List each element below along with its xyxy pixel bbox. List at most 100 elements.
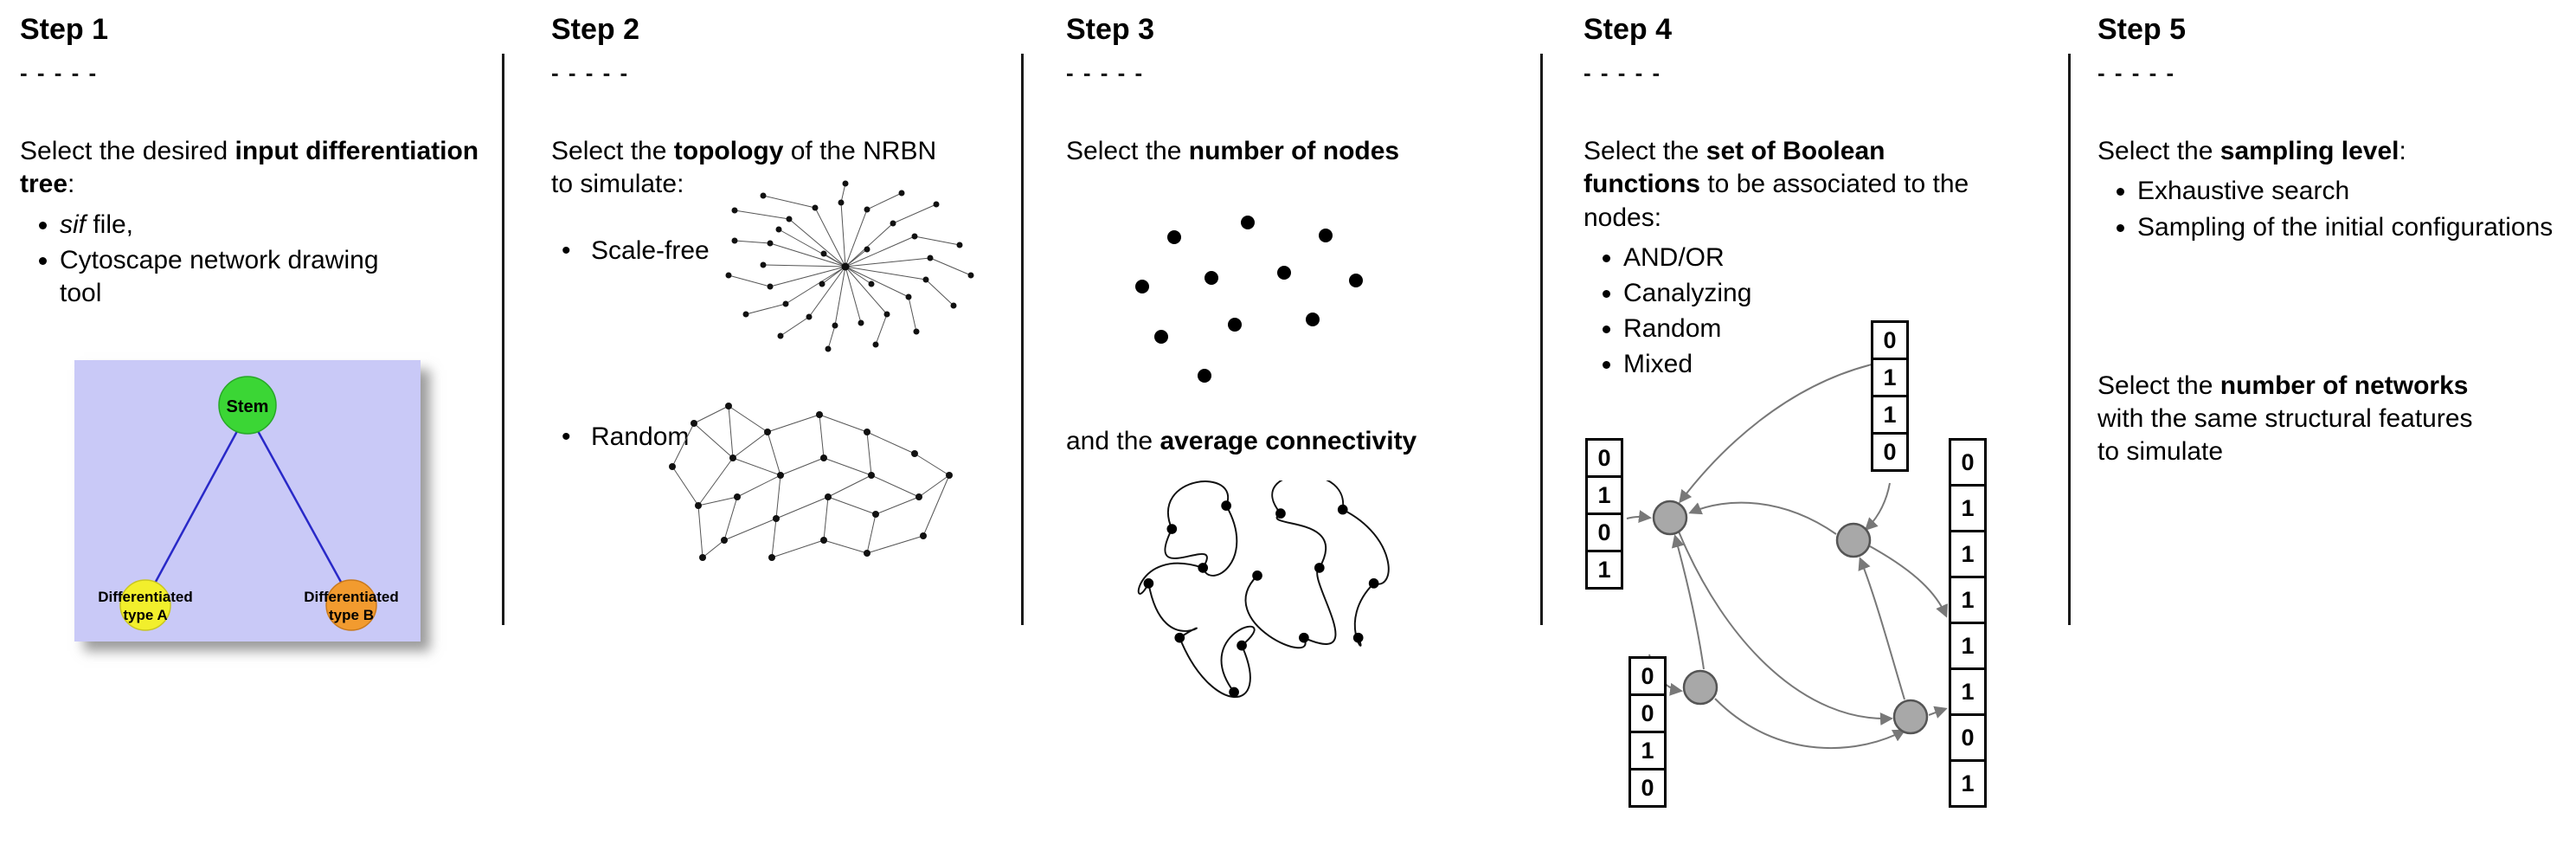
column-divider	[1021, 54, 1024, 625]
boolean-network-arrows	[1626, 364, 1949, 750]
truth-table-cell: 0	[1871, 432, 1909, 472]
step-1-intro: Select the desired input differentiation…	[20, 135, 487, 201]
step-5-intro-bold: sampling level	[2219, 137, 2399, 166]
step-1-title: Step 1	[20, 13, 109, 46]
step-4-dashed-separator: - - - - -	[1584, 60, 1662, 87]
networks-pre: Select the	[2097, 371, 2220, 400]
bullet-item-sampling: Sampling of the initial configurations	[2137, 211, 2569, 244]
nodes-dots-illustration	[1135, 216, 1363, 384]
step-4-intro-bold: set of Boolean functions	[1584, 137, 1885, 199]
column-divider	[2068, 54, 2071, 625]
truth-table-cell: 1	[1628, 731, 1667, 770]
truth-table-cell: 1	[1949, 667, 1987, 716]
truth-table-cell: 1	[1949, 530, 1987, 578]
step-5-title: Step 5	[2097, 13, 2187, 46]
step-4-panel: Step 4 - - - - - Select the set of Boole…	[1584, 13, 2059, 847]
truth-table-cell: 1	[1949, 759, 1987, 808]
step-5-dashed-separator: - - - - -	[2097, 60, 2176, 87]
step-1-dashed-separator: - - - - -	[20, 60, 99, 87]
bullet-item-and-or: AND/OR	[1623, 242, 2059, 274]
step-5-bullet-list: Exhaustive search Sampling of the initia…	[2097, 175, 2569, 243]
step-2-dashed-separator: - - - - -	[551, 60, 630, 87]
truth-table-cell: 1	[1585, 550, 1623, 590]
boolean-network-illustration: 0 1 0 1 0 1 1 0 0 0 1 0 0 1 1 1	[1584, 317, 2051, 847]
step-2-intro-bold: topology	[673, 137, 784, 166]
column-divider	[502, 54, 504, 625]
step-3-title: Step 3	[1066, 13, 1155, 46]
step-2-intro: Select the topology of the NRBN to simul…	[551, 135, 941, 201]
step-5-panel: Step 5 - - - - - Select the sampling lev…	[2097, 13, 2569, 468]
truth-table-cell: 0	[1628, 693, 1667, 733]
step-3-dashed-separator: - - - - -	[1066, 60, 1145, 87]
step-4-intro-pre: Select the	[1584, 137, 1706, 166]
truth-table-cell: 0	[1628, 768, 1667, 808]
truth-table-cell: 1	[1949, 484, 1987, 532]
truth-table-cell: 0	[1949, 438, 1987, 487]
step-1-panel: Step 1 - - - - - Select the desired inpu…	[20, 13, 487, 641]
tree-edge-left	[144, 411, 249, 602]
step-2-intro-post: of the NRBN to simulate:	[551, 137, 937, 199]
step-3-intro: Select the number of nodes	[1066, 135, 1538, 168]
truth-table-cell: 1	[1871, 395, 1909, 435]
bullet-item-random-fn: Random	[1623, 313, 2059, 345]
column-divider	[1540, 54, 1543, 625]
step-5-networks-paragraph: Select the number of networks with the s…	[2097, 370, 2487, 468]
step-5-intro-post: :	[2399, 137, 2406, 166]
bullet-item-sif-file: sif file,	[60, 209, 389, 242]
step-4-title: Step 4	[1584, 13, 1673, 46]
step-2-title: Step 2	[551, 13, 640, 46]
truth-table-cell: 1	[1585, 475, 1623, 515]
truth-table-cell: 0	[1871, 320, 1909, 360]
boolean-node-4	[1892, 699, 1929, 735]
step-4-intro-post: to be associated to the nodes:	[1584, 170, 1969, 232]
connectivity-bold: average connectivity	[1160, 427, 1417, 456]
networks-post: with the same structural features to sim…	[2097, 403, 2473, 466]
truth-table-left: 0 1 0 1	[1585, 438, 1623, 590]
boolean-node-3	[1682, 669, 1718, 706]
type-b-node	[325, 579, 377, 631]
networks-bold: number of networks	[2219, 371, 2469, 400]
step-2-intro-pre: Select the	[551, 137, 674, 166]
truth-table-cell: 0	[1585, 513, 1623, 552]
bullet-item-exhaustive: Exhaustive search	[2137, 175, 2569, 208]
step-3-panel: Step 3 - - - - - Select the number of no…	[1066, 13, 1538, 714]
step-3-intro-pre: Select the	[1066, 137, 1189, 166]
step-3-intro-bold: number of nodes	[1188, 137, 1400, 166]
tangled-network-illustration	[1137, 480, 1390, 698]
stem-node-label: Stem	[227, 397, 269, 416]
truth-table-cell: 1	[1949, 622, 1987, 670]
truth-table-top: 0 1 1 0	[1871, 320, 1909, 472]
truth-table-right: 0 1 1 1 1 1 0 1	[1949, 438, 1987, 808]
step-2-panel: Step 2 - - - - - Select the topology of …	[551, 13, 1023, 836]
sif-italic: sif	[60, 210, 86, 239]
truth-table-cell: 1	[1871, 358, 1909, 397]
step-1-intro-bold: input differentiation tree	[20, 137, 479, 199]
step-5-intro-pre: Select the	[2097, 137, 2220, 166]
step-1-intro-post: :	[67, 170, 75, 199]
random-network-illustration	[669, 403, 953, 561]
bullet-item-mixed: Mixed	[1623, 348, 2059, 381]
step-1-intro-pre: Select the desired	[20, 137, 235, 166]
stem-node	[218, 376, 277, 435]
boolean-node-1	[1652, 500, 1688, 536]
step-4-intro: Select the set of Boolean functions to b…	[1584, 135, 1990, 234]
bullet-item-cytoscape: Cytoscape network drawing tool	[60, 244, 389, 310]
type-a-node	[119, 579, 171, 631]
bullet-item-random: Random	[551, 421, 689, 454]
bullet-item-scale-free: Scale-free	[551, 235, 710, 268]
truth-table-cell: 0	[1949, 713, 1987, 762]
step-1-bullet-list: sif file, Cytoscape network drawing tool	[20, 209, 389, 310]
connectivity-pre: and the	[1066, 427, 1160, 456]
tree-edge-right	[246, 411, 353, 602]
truth-table-bottom: 0 0 1 0	[1628, 656, 1667, 808]
sif-rest: file,	[86, 210, 134, 239]
truth-table-cell: 0	[1628, 656, 1667, 696]
boolean-node-2	[1835, 522, 1872, 558]
step-3-connectivity-text: and the average connectivity	[1066, 425, 1538, 458]
truth-table-cell: 1	[1949, 576, 1987, 624]
